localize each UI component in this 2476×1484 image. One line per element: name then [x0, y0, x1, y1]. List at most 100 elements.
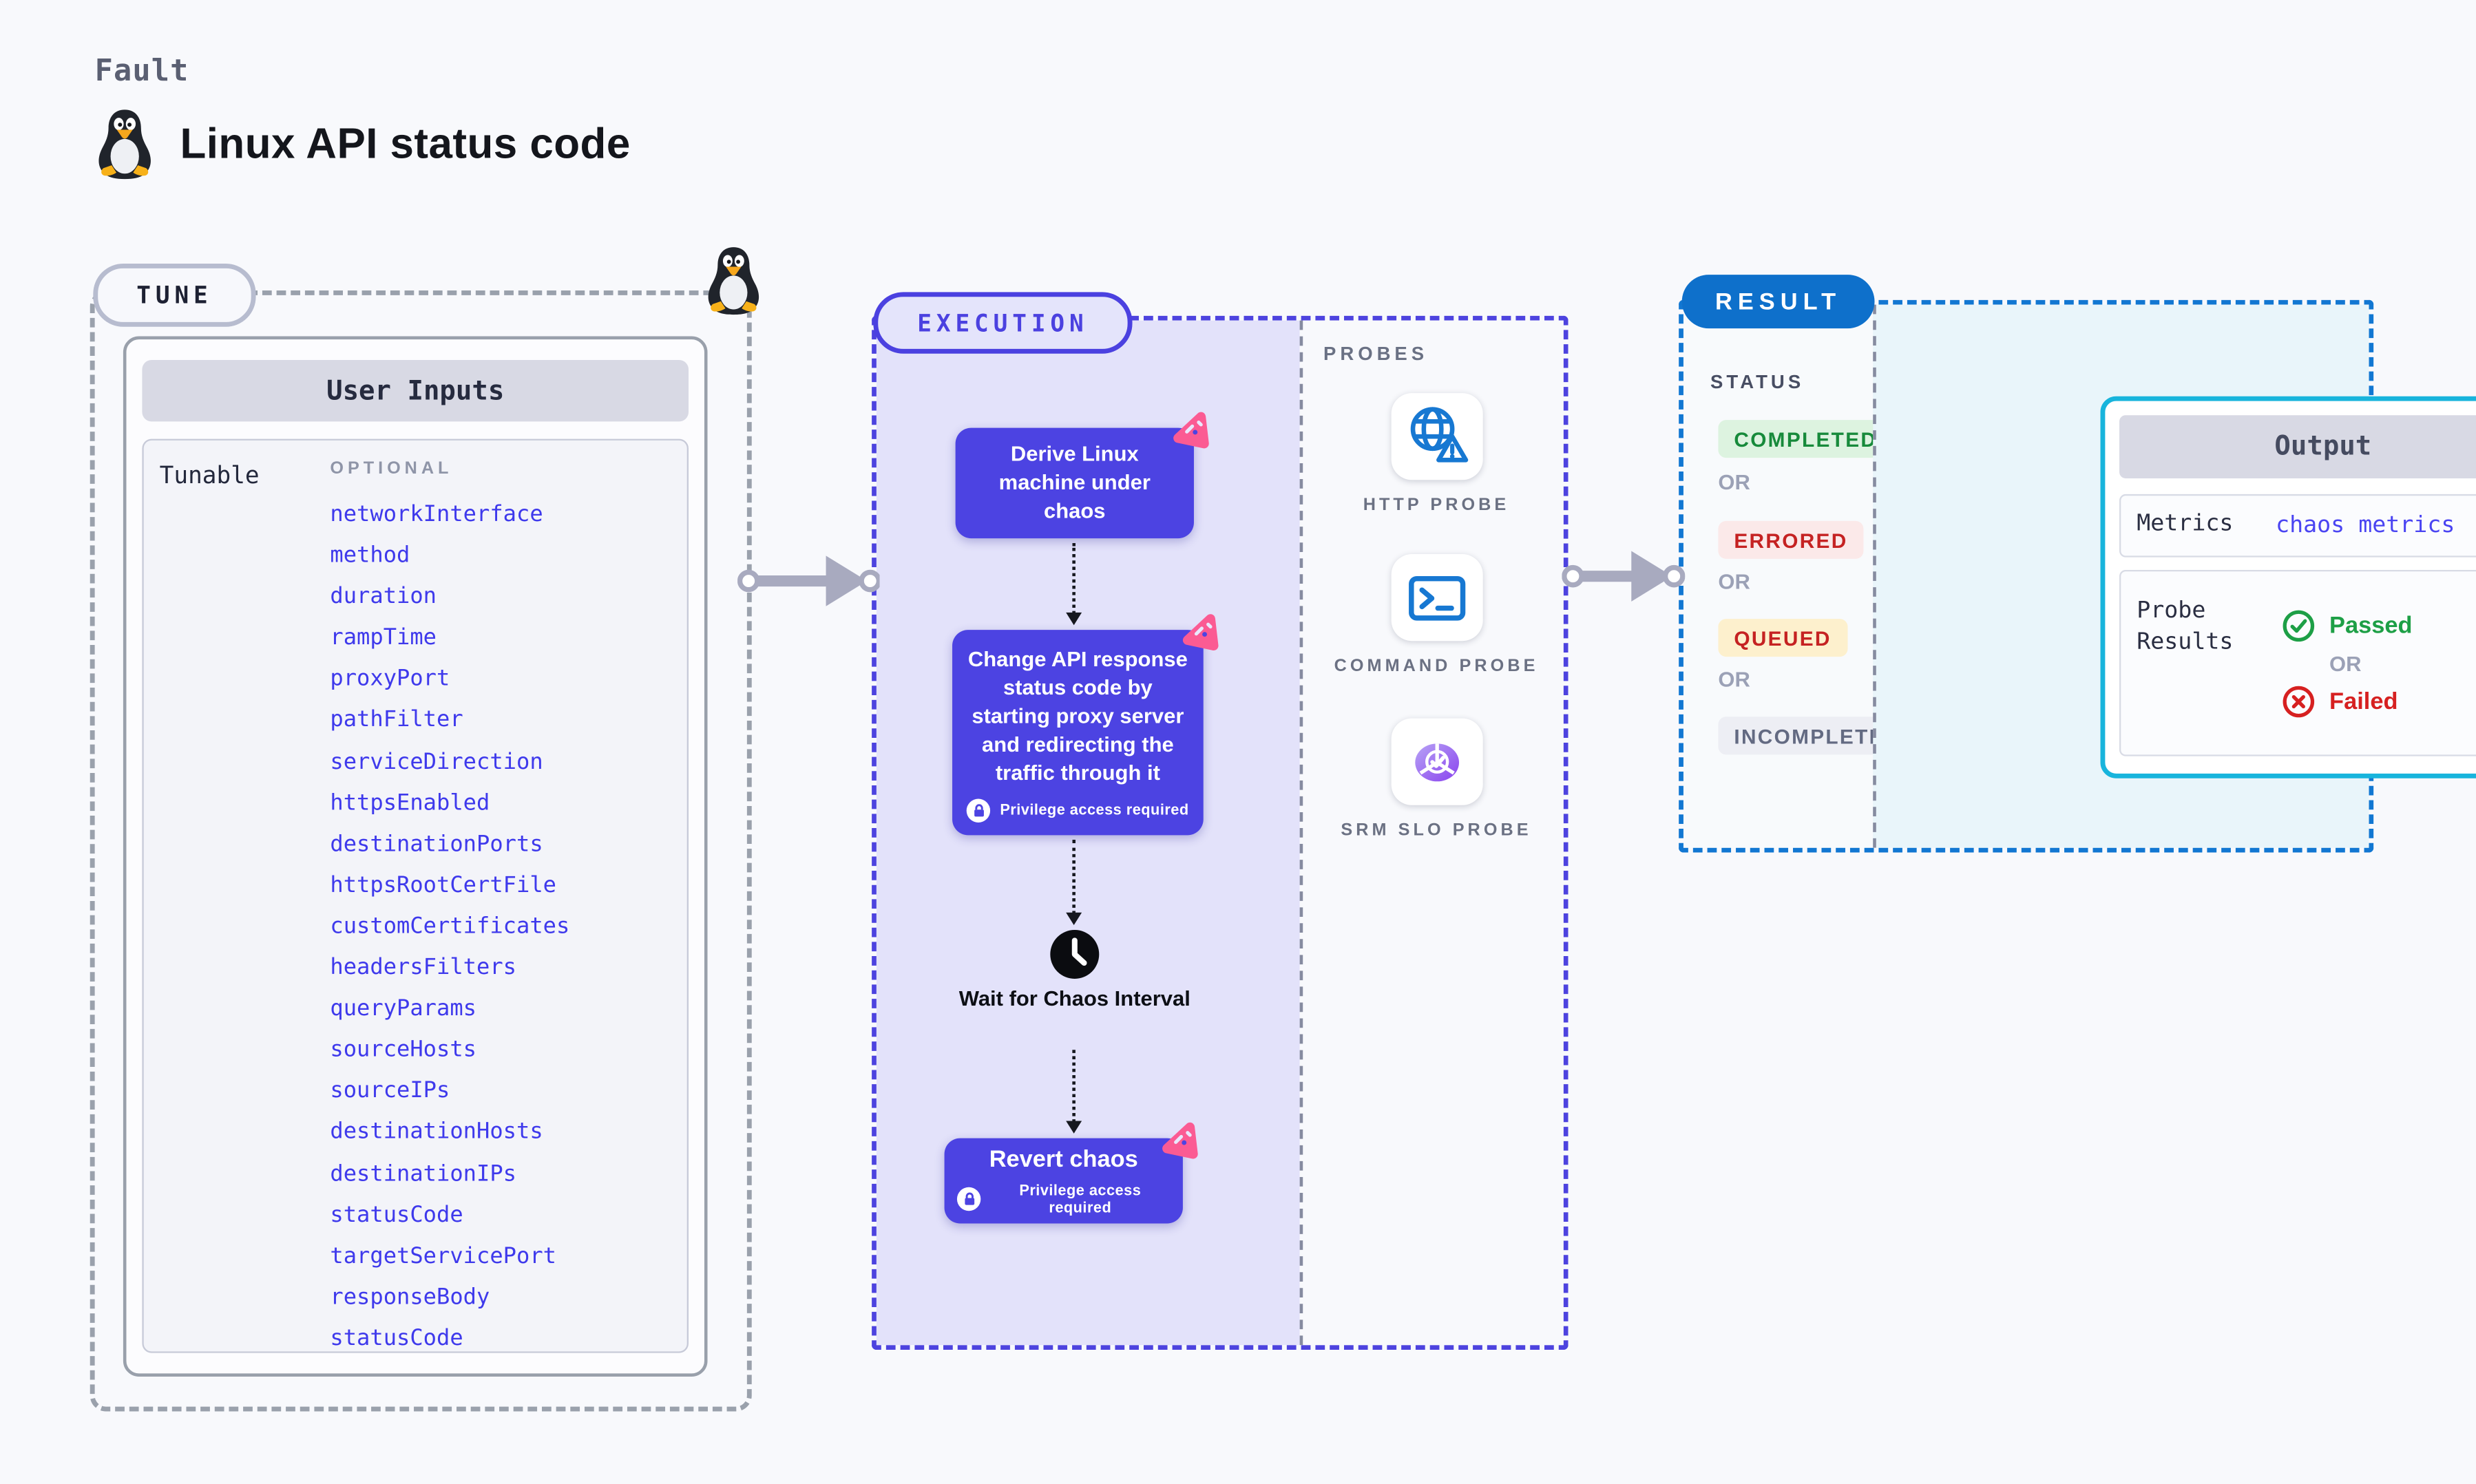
failed-label: Failed [2329, 687, 2398, 714]
user-inputs-card: User Inputs Tunable OPTIONAL networkInte… [123, 336, 708, 1377]
tunable-item: destinationIPs [330, 1160, 517, 1187]
result-panel: STATUS COMPLETED OR ERRORED OR QUEUED OR… [1679, 299, 2476, 853]
tune-panel [90, 290, 752, 1412]
tunable-item: destinationPorts [330, 831, 543, 857]
privilege-note: Privilege access required [956, 1182, 1171, 1218]
execution-badge: EXECUTION [873, 292, 1133, 354]
execution-panel: Derive Linux machine under chaos Change … [872, 315, 1569, 1350]
status-column: STATUS COMPLETED OR ERRORED OR QUEUED OR… [1683, 304, 1917, 848]
tunable-item: customCertificates [330, 913, 570, 940]
tunables-list-panel: Tunable OPTIONAL networkInterface method d… [142, 438, 689, 1353]
tux-penguin-icon [98, 109, 151, 180]
tunable-item: duration [330, 584, 437, 610]
flow-connector-3 [1066, 1050, 1082, 1134]
execution-flow-area: Derive Linux machine under chaos Change … [876, 320, 1300, 1346]
tunable-item: serviceDirection [330, 749, 543, 775]
step-revert-label: Revert chaos [989, 1146, 1138, 1174]
srm-slo-probe-label: SRM SLO PROBE [1341, 820, 1532, 840]
probes-area [1299, 320, 1564, 1346]
tunable-item: responseBody [330, 1284, 490, 1311]
tunable-item: method [330, 543, 410, 569]
or-label: OR [1718, 569, 1750, 594]
step-derive-machine: Derive Linux machine under chaos [955, 412, 1209, 539]
step-change-label: Change API response status code by start… [967, 648, 1188, 785]
probe-srm-slo: SRM SLO PROBE [1300, 718, 1573, 845]
status-label: STATUS [1710, 370, 1805, 394]
page-title: Linux API status code [180, 119, 631, 167]
status-badge-queued: QUEUED [1718, 619, 1847, 657]
step-change-status-code: Change API response status code by start… [952, 614, 1219, 836]
wait-step-label: Wait for Chaos Interval [958, 986, 1190, 1010]
passed-row: Passed [2282, 608, 2476, 642]
arrow-tune-to-execution [737, 555, 880, 606]
optional-column-label: OPTIONAL [330, 459, 453, 478]
or-label: OR [1718, 470, 1750, 494]
tunable-item: statusCode [330, 1326, 463, 1352]
optional-column: OPTIONAL networkInterface method duration r… [330, 459, 569, 1359]
metrics-row: Metrics chaos metrics [2119, 494, 2476, 558]
metrics-value: chaos metrics [2276, 513, 2455, 539]
privilege-note: Privilege access required [967, 798, 1189, 822]
tune-badge: TUNE [93, 264, 256, 327]
step-derive-label: Derive Linux machine under chaos [998, 442, 1151, 522]
x-circle-icon [2283, 685, 2315, 717]
slo-pie-icon [1414, 743, 1458, 781]
probes-label: PROBES [1323, 342, 1429, 365]
arrow-execution-to-result [1562, 551, 1686, 602]
tunable-item: sourceIPs [330, 1079, 450, 1104]
tunable-item: httpsRootCertFile [330, 873, 557, 898]
check-circle-icon [2283, 609, 2315, 642]
output-area: Output Metrics chaos metrics Probe Resul… [1873, 304, 2476, 848]
tunable-item: pathFilter [330, 708, 463, 734]
command-probe-card [1390, 554, 1482, 642]
tunable-item: destinationHosts [330, 1120, 543, 1145]
tux-penguin-icon-small [708, 247, 759, 315]
step-revert-chaos: Revert chaos Privilege access required [944, 1122, 1198, 1224]
globe-alert-icon [1409, 406, 1468, 462]
chaos-fault-icon [1173, 412, 1209, 449]
srm-slo-probe-card [1390, 718, 1482, 805]
tunable-item: statusCode [330, 1202, 463, 1228]
or-label: OR [2329, 651, 2362, 675]
probe-command: COMMAND PROBE [1300, 554, 1573, 681]
tunable-item: sourceHosts [330, 1037, 477, 1063]
lock-icon [956, 1187, 981, 1212]
page-title-row: Linux API status code [95, 107, 631, 180]
result-badge: RESULT [1681, 275, 1875, 329]
privilege-note-text: Privilege access required [1000, 801, 1189, 819]
tunable-item: proxyPort [330, 666, 450, 692]
lock-icon [967, 798, 991, 822]
flow-connector-2 [1066, 840, 1082, 926]
tunable-item: headersFilters [330, 955, 517, 981]
chaos-fault-icon [1162, 1122, 1198, 1159]
tunable-item: queryParams [330, 996, 477, 1022]
terminal-icon [1407, 575, 1465, 620]
output-card: Output Metrics chaos metrics Probe Resul… [2100, 396, 2476, 778]
tunable-item: targetServicePort [330, 1243, 557, 1269]
status-badge-errored: ERRORED [1718, 520, 1864, 559]
http-probe-card [1390, 393, 1482, 480]
http-probe-label: HTTP PROBE [1363, 496, 1510, 515]
or-label: OR [1718, 668, 1750, 692]
output-header: Output [2119, 415, 2476, 478]
probe-results-values: Passed OR Failed [2276, 571, 2476, 754]
probe-http: HTTP PROBE [1300, 393, 1573, 520]
tunable-item: networkInterface [330, 502, 543, 528]
privilege-note-text: Privilege access required [1019, 1182, 1142, 1218]
tunable-item: httpsEnabled [330, 790, 490, 816]
probe-results-row: Probe Results Passed OR [2119, 569, 2476, 756]
wait-clock-icon [1050, 930, 1100, 979]
fault-kicker: Fault [94, 53, 189, 89]
metrics-label: Metrics [2137, 511, 2234, 538]
command-probe-label: COMMAND PROBE [1334, 657, 1539, 676]
tunables-list: networkInterface method duration rampTime pr… [330, 494, 569, 1359]
user-inputs-header: User Inputs [142, 359, 689, 422]
failed-row: Failed [2282, 684, 2476, 717]
flow-connector-1 [1066, 542, 1082, 626]
chaos-fault-icon [1182, 614, 1219, 650]
passed-label: Passed [2329, 611, 2413, 639]
probe-results-label: Probe Results [2137, 598, 2234, 655]
tunable-row-label: Tunable [159, 460, 260, 490]
tunable-item: rampTime [330, 625, 437, 651]
